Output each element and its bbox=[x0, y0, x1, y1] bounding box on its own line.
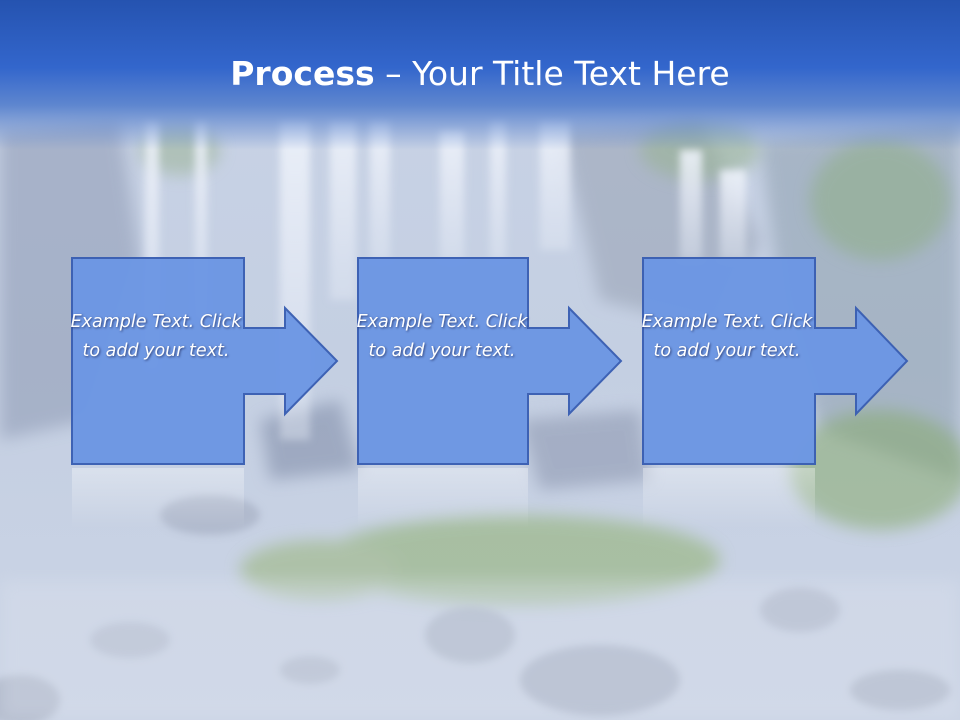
arrow-box-shape bbox=[71, 257, 339, 528]
arrow-box-shape bbox=[357, 257, 623, 528]
arrow-box-shape bbox=[642, 257, 909, 528]
process-step-1[interactable]: Example Text. Click to add your text. bbox=[70, 256, 340, 556]
slide-title[interactable]: Process – Your Title Text Here bbox=[0, 52, 960, 96]
process-step-3[interactable]: Example Text. Click to add your text. bbox=[641, 256, 911, 556]
process-step-2[interactable]: Example Text. Click to add your text. bbox=[356, 256, 626, 556]
step-text: Example Text. Click to add your text. bbox=[641, 312, 813, 361]
step-text: Example Text. Click to add your text. bbox=[356, 312, 528, 361]
title-band bbox=[0, 0, 960, 150]
title-rest-text: – Your Title Text Here bbox=[374, 54, 730, 93]
title-bold-text: Process bbox=[230, 54, 375, 93]
step-text: Example Text. Click to add your text. bbox=[70, 312, 242, 361]
